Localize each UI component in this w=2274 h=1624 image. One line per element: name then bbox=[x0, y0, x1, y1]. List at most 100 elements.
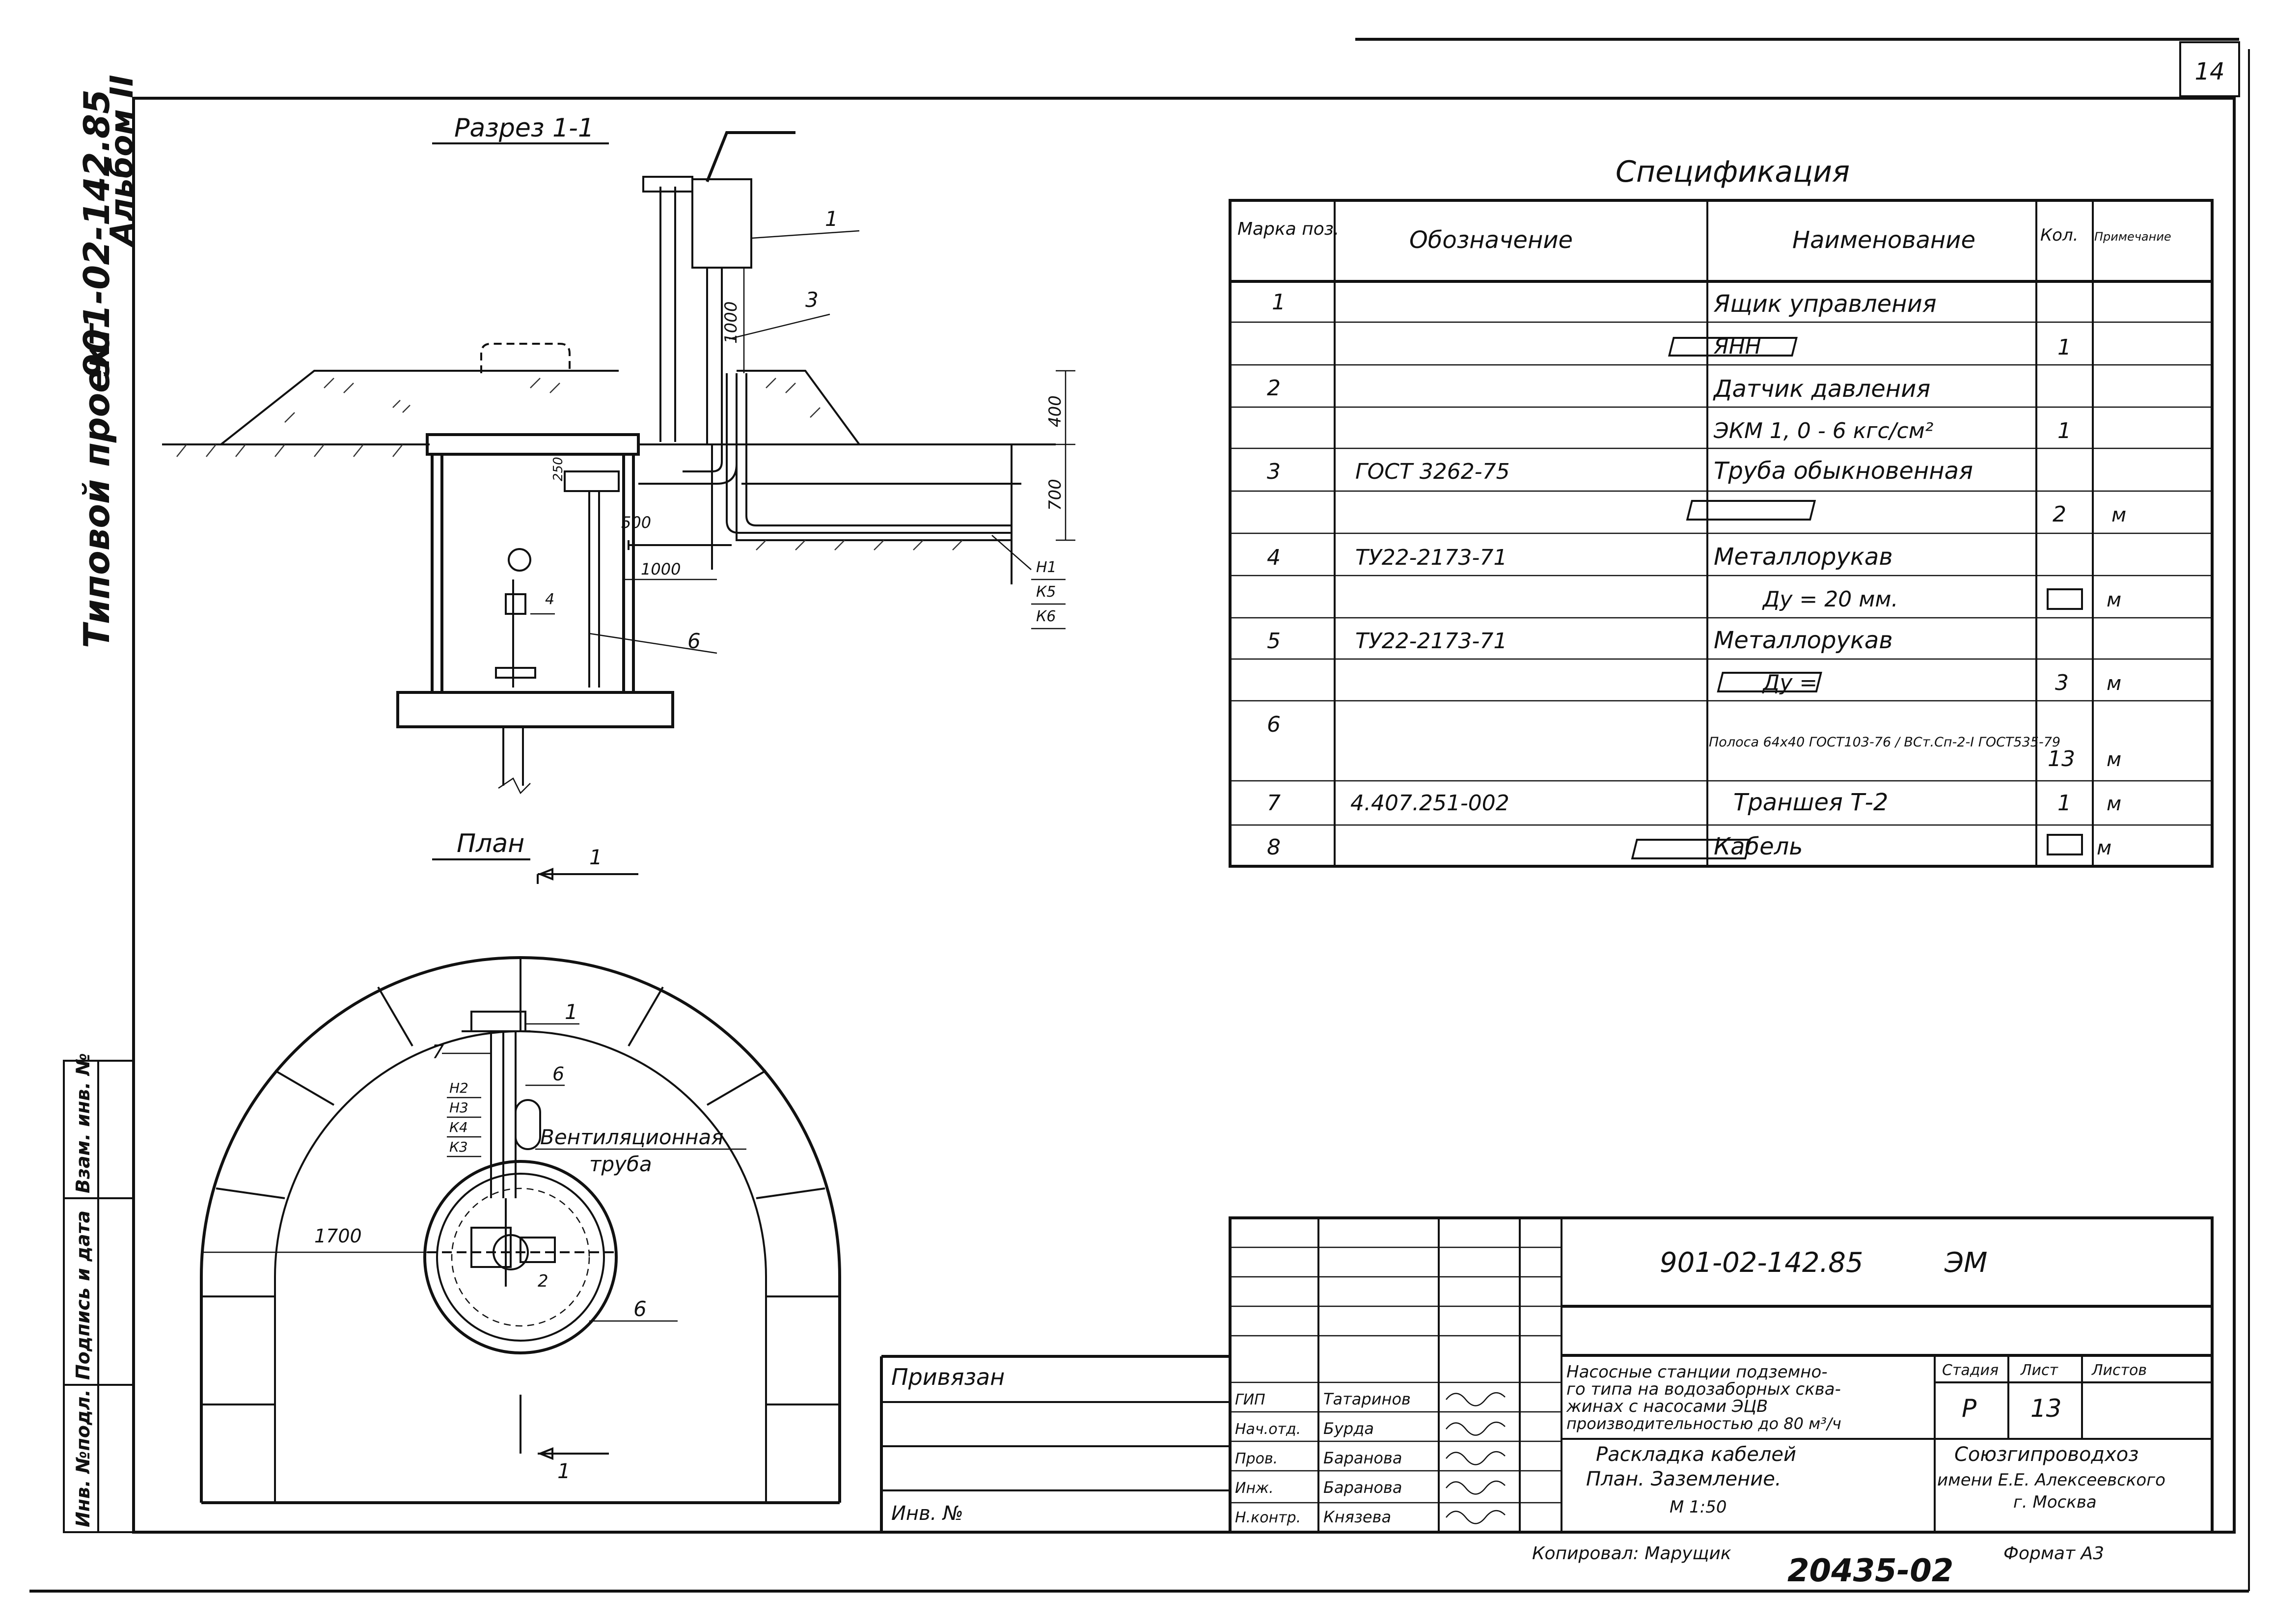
spec-r6-qty: 2 bbox=[2053, 502, 2066, 527]
spec-r12-qty: 1 bbox=[2057, 791, 2071, 816]
plan-cut-label-bottom: 1 bbox=[557, 1459, 571, 1483]
spec-row: 3 ГОСТ 3262-75 Труба обыкновенная bbox=[1267, 457, 1973, 485]
tb-stage: Р bbox=[1962, 1394, 1977, 1423]
spec-r7-designation: ТУ22-2173-71 bbox=[1355, 545, 1507, 570]
spec-row-lines bbox=[1230, 321, 2212, 826]
tb-name-5: Князева bbox=[1323, 1508, 1391, 1526]
tb-role-nkontr: Н.контр. bbox=[1235, 1509, 1301, 1526]
spec-r9-designation: ТУ22-2173-71 bbox=[1355, 629, 1507, 654]
dim-1000-vert: 1000 bbox=[721, 301, 741, 344]
spec-row: 8 Кабель м bbox=[1267, 833, 2111, 860]
tb-role-gip: ГИП bbox=[1235, 1391, 1265, 1408]
dim-250: 250 bbox=[551, 457, 566, 481]
cable-mark-n2: Н2 bbox=[449, 1080, 468, 1096]
spec-r4-name: ЭКМ 1, 0 - 6 кгс/см² bbox=[1713, 418, 1933, 443]
spec-row: 4 ТУ22-2173-71 Металлорукав bbox=[1267, 543, 1893, 571]
trench-mark-h1: Н1 bbox=[1036, 559, 1057, 576]
spec-r8-name: Ду = 20 мм. bbox=[1762, 587, 1898, 612]
tb-drawing-2: План. Заземление. bbox=[1586, 1468, 1781, 1490]
trench-mark-k6: К6 bbox=[1036, 608, 1056, 625]
tb-inv-no: Инв. № bbox=[891, 1502, 963, 1525]
spec-r1-name: Ящик управления bbox=[1713, 290, 1937, 318]
side-margin: 901-02-142.85 Альбом II Типовой проект bbox=[76, 75, 140, 648]
spec-row: Ду = 20 мм. м bbox=[1762, 587, 2121, 612]
tb-name-3: Баранова bbox=[1323, 1449, 1402, 1467]
tb-desc-3: жинах с насосами ЭЦВ bbox=[1566, 1397, 1768, 1416]
spec-row: 7 4.407.251-002 Траншея Т-2 1 м bbox=[1267, 789, 2121, 816]
spec-title: Спецификация bbox=[1616, 155, 1850, 189]
spec-r11-name: Полоса 64х40 ГОСТ103-76 / ВСт.Сп-2-I ГОС… bbox=[1709, 735, 2060, 750]
spec-r11-qty: 13 bbox=[2048, 746, 2075, 771]
section-view: Разрез 1-1 bbox=[162, 113, 1075, 795]
tb-org-3: г. Москва bbox=[2013, 1492, 2097, 1512]
dim-700: 700 bbox=[1045, 479, 1065, 511]
plan-dim-1700: 1700 bbox=[314, 1225, 362, 1247]
tb-desc-2: го типа на водозаборных сква- bbox=[1566, 1379, 1841, 1399]
section-title: Разрез 1-1 bbox=[454, 113, 594, 143]
plan-cut-label-top: 1 bbox=[589, 845, 603, 869]
cable-mark-k3: К3 bbox=[449, 1139, 468, 1155]
tb-privyazan: Привязан bbox=[891, 1364, 1005, 1390]
cable-mark-n3: Н3 bbox=[449, 1100, 468, 1116]
tb-name-4: Баранова bbox=[1323, 1478, 1402, 1497]
spec-row: ЯНН 1 bbox=[1668, 334, 2071, 360]
plan-callout-2: 2 bbox=[538, 1271, 548, 1291]
spec-header-name: Наименование bbox=[1792, 226, 1975, 254]
margin-project-type: Типовой проект bbox=[76, 322, 117, 648]
archive-number: 20435-02 bbox=[1787, 1553, 1953, 1589]
spec-r4-qty: 1 bbox=[2057, 418, 2071, 443]
spec-r13-pos: 8 bbox=[1267, 835, 1281, 860]
spec-row: 6 Полоса 64х40 ГОСТ103-76 / ВСт.Сп-2-I Г… bbox=[1267, 712, 2121, 771]
cable-mark-k4: К4 bbox=[449, 1119, 468, 1135]
plan-callout-6-top: 6 bbox=[552, 1063, 564, 1085]
spec-r12-designation: 4.407.251-002 bbox=[1350, 791, 1509, 816]
tb-name-2: Бурда bbox=[1323, 1419, 1374, 1438]
spec-row: 2 Датчик давления bbox=[1267, 375, 1930, 403]
spec-r13-name: Кабель bbox=[1714, 833, 1803, 860]
tb-role-prov: Пров. bbox=[1235, 1450, 1278, 1467]
spec-r6-note: м bbox=[2111, 504, 2126, 526]
spec-r12-name: Траншея Т-2 bbox=[1733, 789, 1888, 816]
stamp-signature-date: Подпись и дата bbox=[72, 1211, 94, 1380]
spec-r12-pos: 7 bbox=[1267, 791, 1281, 816]
tb-org-1: Союзгипроводхоз bbox=[1954, 1443, 2139, 1466]
tb-name-1: Татаринов bbox=[1323, 1390, 1411, 1408]
spec-r5-pos: 3 bbox=[1267, 459, 1281, 484]
spec-r10-note: м bbox=[2107, 672, 2121, 695]
spec-r1-pos: 1 bbox=[1272, 290, 1286, 315]
stamp-replace-inv: Взам. инв. № bbox=[72, 1053, 94, 1193]
plan-callout-6-bottom: 6 bbox=[633, 1297, 647, 1321]
spec-row: 1 Ящик управления bbox=[1272, 290, 1937, 318]
plan-callout-1: 1 bbox=[565, 1000, 578, 1024]
section-callout-4: 4 bbox=[545, 591, 554, 608]
dim-1000-horiz: 1000 bbox=[641, 560, 681, 578]
tb-org-2: имени Е.Е. Алексеевского bbox=[1937, 1470, 2165, 1490]
specification-table: Спецификация Марка поз. Обозначение Наим… bbox=[1229, 155, 2214, 868]
sheet-number: 14 bbox=[2194, 58, 2224, 85]
spec-row: Ду = 3 м bbox=[1717, 670, 2121, 695]
spec-r11-pos: 6 bbox=[1267, 712, 1281, 737]
section-callout-1: 1 bbox=[825, 207, 838, 231]
spec-header-designation: Обозначение bbox=[1409, 226, 1573, 254]
dim-500: 500 bbox=[621, 513, 651, 532]
spec-r2-qty: 1 bbox=[2057, 335, 2071, 360]
spec-r7-pos: 4 bbox=[1267, 545, 1281, 570]
dim-400: 400 bbox=[1045, 395, 1065, 427]
stamp-inv-podl: Инв. №подл. bbox=[72, 1389, 94, 1527]
tb-sheet-header: Лист bbox=[2020, 1362, 2059, 1379]
format-label: Формат А3 bbox=[2003, 1543, 2104, 1564]
plan-title: План bbox=[457, 829, 524, 858]
sheet-frame bbox=[29, 38, 2250, 1593]
spec-r10-qty: 3 bbox=[2055, 670, 2069, 695]
plan-callout-7: 7 bbox=[432, 1041, 444, 1063]
spec-header-mark: Марка поз. bbox=[1237, 219, 1339, 239]
spec-row: 5 ТУ22-2173-71 Металлорукав bbox=[1267, 627, 1893, 654]
vent-label-line2: труба bbox=[589, 1152, 652, 1176]
tb-mark: ЭМ bbox=[1944, 1247, 1987, 1279]
plan-view: План 1 1 bbox=[200, 829, 841, 1504]
tb-desc-1: Насосные станции подземно- bbox=[1566, 1362, 1828, 1382]
tb-desc-4: производительностью до 80 м³/ч bbox=[1566, 1414, 1841, 1433]
spec-r13-note: м bbox=[2097, 837, 2111, 859]
spec-header-note: Примечание bbox=[2094, 230, 2171, 244]
